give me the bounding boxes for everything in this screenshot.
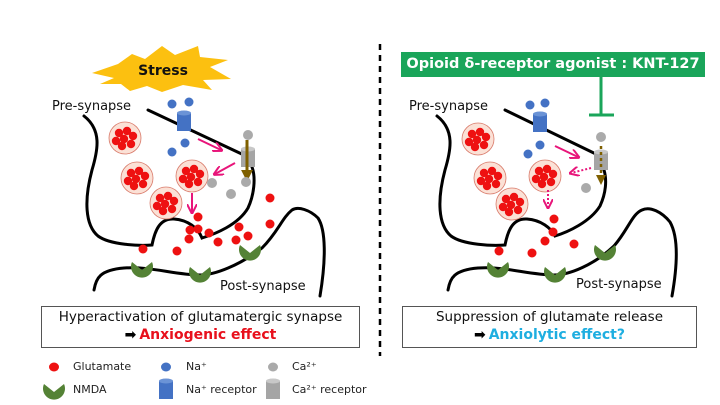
pre-synapse-label: Pre-synapse: [52, 99, 131, 114]
legend-label-sodium: Na⁺: [186, 360, 207, 373]
post-synaptic-membrane: [92, 206, 326, 298]
sodium-ion: [184, 97, 194, 107]
reduced-calcium-to-vesicle-arrow: [571, 168, 592, 173]
legend-label-sodium-receptor: Na⁺ receptor: [186, 383, 257, 396]
sodium-ion: [525, 100, 535, 110]
calcium-ion: [596, 132, 606, 142]
released-glutamate: [494, 214, 579, 258]
pre-synaptic-membrane: [82, 108, 256, 247]
legend-label-calcium-receptor: Ca²⁺ receptor: [292, 383, 367, 396]
legend-label-nmda: NMDA: [73, 383, 107, 396]
released-glutamate: [138, 193, 275, 256]
glutamate-dot-icon: [49, 362, 59, 372]
pre-synaptic-membrane: [435, 108, 608, 247]
calcium-ion: [581, 183, 591, 193]
right-summary-line2: Anxiolytic effect?: [488, 327, 625, 343]
agonist-banner: Opioid δ-receptor agonist : KNT-127: [401, 52, 705, 77]
left-summary-line2: Anxiogenic effect: [139, 327, 277, 343]
calcium-ion-dot-icon: [268, 362, 278, 372]
sodium-flow-arrow: [554, 145, 578, 157]
legend-label-calcium: Ca²⁺: [292, 360, 317, 373]
sodium-ion: [535, 140, 545, 150]
sodium-flow-arrow: [197, 138, 221, 150]
stress-label: Stress: [138, 63, 188, 79]
legend-label-glutamate: Glutamate: [73, 360, 132, 373]
calcium-ion: [226, 189, 236, 199]
left-panel: Stress Pre-synapse: [52, 46, 326, 298]
right-arrow-icon: ➡: [473, 327, 486, 343]
calcium-ion: [241, 177, 251, 187]
left-summary-box: Hyperactivation of glutamatergic synapse…: [41, 306, 360, 348]
pre-synapse-label: Pre-synapse: [409, 99, 488, 114]
sodium-ion-dot-icon: [161, 362, 171, 372]
sodium-ion: [167, 147, 177, 157]
right-panel: Pre-synapse Post-synapse: [409, 77, 678, 298]
calcium-ion: [207, 178, 217, 188]
sodium-ion: [167, 99, 177, 109]
right-arrow-icon: ➡: [124, 327, 137, 343]
calcium-ion: [243, 130, 253, 140]
legend-icons: [43, 362, 280, 400]
left-summary-line1: Hyperactivation of glutamatergic synapse: [58, 309, 343, 325]
calcium-to-vesicle-arrow: [215, 162, 236, 174]
sodium-ion: [523, 149, 533, 159]
right-summary-line2-row: ➡Anxiolytic effect?: [403, 326, 696, 344]
right-summary-line1: Suppression of glutamate release: [435, 309, 664, 325]
post-synapse-label: Post-synapse: [576, 277, 662, 292]
sodium-ion: [540, 98, 550, 108]
left-summary-line2-row: ➡Anxiogenic effect: [42, 326, 359, 344]
sodium-ion: [180, 138, 190, 148]
stress-burst-icon: [92, 46, 231, 92]
post-synapse-label: Post-synapse: [220, 279, 306, 294]
right-summary-box: Suppression of glutamate release ➡Anxiol…: [402, 306, 697, 348]
